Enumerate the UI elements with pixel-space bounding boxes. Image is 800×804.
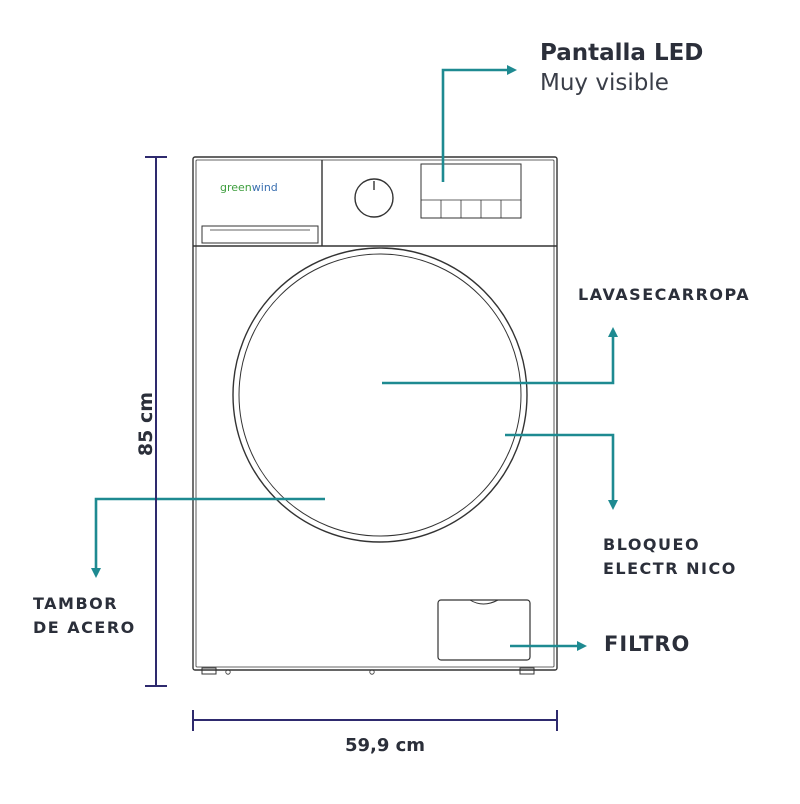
arrow-led-display: [441, 65, 517, 182]
lock-label-line1: BLOQUEO: [603, 535, 701, 554]
cabinet-outline: [192, 156, 558, 671]
filter-cover-tab: [469, 599, 499, 605]
arrow-lavasecarropa: [382, 327, 618, 385]
filter-cover: [437, 599, 531, 661]
foot-right: [519, 667, 535, 675]
door-outer-ring: [232, 247, 528, 543]
arrow-tambor: [91, 497, 325, 578]
door-glass: [238, 253, 522, 537]
washer-body: [192, 156, 558, 675]
led-display-subtitle: Muy visible: [540, 70, 669, 96]
brand-logo-part-blue: wind: [252, 181, 278, 194]
width-label: 59,9 cm: [345, 735, 425, 756]
height-label: 85 cm: [135, 392, 157, 456]
display-buttons: [440, 200, 502, 218]
led-display: [420, 163, 522, 219]
foot-left: [201, 667, 217, 675]
base-screw: [369, 669, 375, 675]
brand-logo: greenwind: [220, 181, 278, 194]
base-screw: [225, 669, 231, 675]
arrow-bloqueo: [505, 433, 618, 510]
led-display-title: Pantalla LED: [540, 40, 704, 66]
detergent-drawer: [201, 225, 319, 244]
callout-arrows: [91, 65, 618, 651]
brand-logo-part-green: green: [220, 181, 252, 194]
drum-label-line2: DE ACERO: [33, 618, 136, 637]
drum-label-line1: TAMBOR: [33, 594, 119, 613]
type-label: LAVASECARROPA: [578, 285, 751, 304]
dimension-lines: [145, 156, 558, 731]
program-knob: [354, 178, 394, 218]
lock-label-line2: ELECTR NICO: [603, 559, 737, 578]
cabinet-inner-outline: [195, 159, 555, 668]
filter-label: FILTRO: [604, 632, 691, 656]
